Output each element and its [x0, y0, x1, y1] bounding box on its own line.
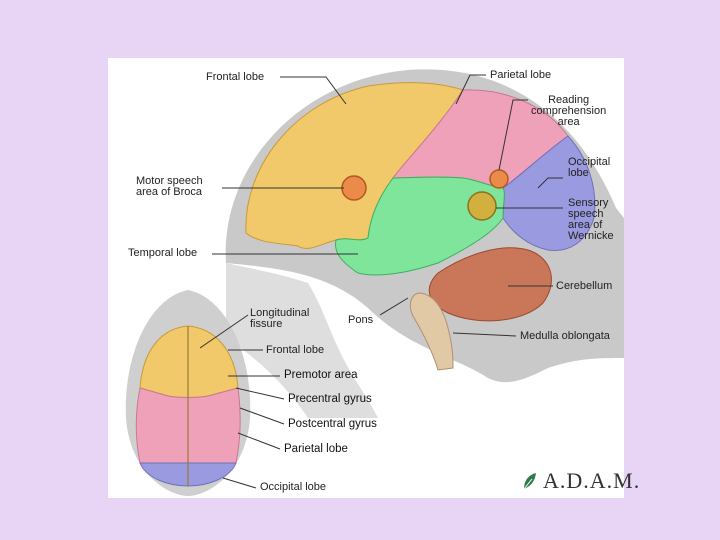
sensory-speech-area-label: Sensory speech area of Wernicke — [568, 197, 614, 242]
diagram-panel: Frontal lobe Parietal lobe Reading compr… — [108, 58, 639, 498]
frontal-lobe-label: Frontal lobe — [206, 71, 265, 83]
precentral-gyrus-label: Precentral gyrus — [288, 393, 372, 405]
parietal-lobe-label: Parietal lobe — [490, 69, 552, 81]
face-silhouette — [226, 263, 378, 418]
brainstem-region — [409, 292, 454, 371]
temporal-lobe-region — [334, 176, 505, 276]
postcentral-gyrus-label: Postcentral gyrus — [288, 418, 377, 430]
top-parietal-lobe-label: Parietal lobe — [284, 443, 348, 455]
occipital-lobe-label: Occipital lobe — [568, 156, 611, 179]
adam-brand: A.D.A.M. — [520, 468, 640, 494]
pons-label: Pons — [348, 314, 374, 326]
occipital-lobe-region — [502, 135, 596, 252]
brain-diagram — [125, 69, 624, 496]
medulla-oblongata-label: Medulla oblongata — [520, 330, 610, 342]
adam-logo-text: A.D.A.M. — [543, 468, 641, 493]
wernicke-marker — [467, 191, 497, 221]
top-occipital-lobe-label: Occipital lobe — [260, 481, 327, 493]
top-frontal-lobe-label: Frontal lobe — [266, 344, 325, 356]
cerebellum-label: Cerebellum — [556, 280, 613, 292]
longitudinal-fissure-label: Longitudinal fissure — [250, 307, 310, 330]
leaf-logo-icon — [523, 473, 536, 490]
motor-speech-area-label: Motor speech area of Broca — [136, 175, 203, 198]
broca-marker — [341, 175, 367, 201]
temporal-lobe-label: Temporal lobe — [128, 247, 198, 259]
leader-lines — [199, 74, 563, 489]
premotor-area-label: Premotor area — [284, 369, 358, 381]
reading-area-marker — [489, 169, 509, 189]
reading-comprehension-area-label: Reading comprehension area — [531, 94, 607, 128]
